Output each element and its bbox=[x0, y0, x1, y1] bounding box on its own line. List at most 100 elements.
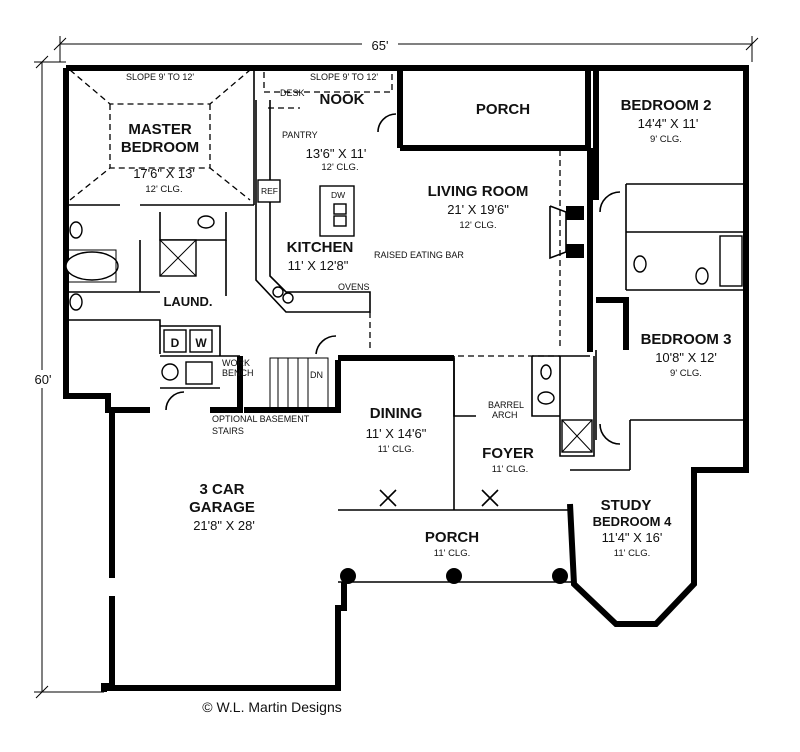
sink-icon bbox=[282, 292, 294, 304]
copyright-label: © W.L. Martin Designs bbox=[202, 699, 341, 715]
room-living: LIVING ROOM 21' X 19'6" 12' CLG. bbox=[428, 183, 529, 231]
water-heater-icon bbox=[161, 363, 179, 381]
eating-bar-label: RAISED EATING BAR bbox=[374, 250, 464, 260]
foyer-name: FOYER bbox=[482, 445, 534, 462]
pantry-label: PANTRY bbox=[282, 130, 318, 140]
room-bedroom-3: BEDROOM 3 10'8" X 12' 9' CLG. bbox=[641, 331, 732, 379]
nook-ceiling: 12' CLG. bbox=[321, 162, 358, 173]
toilet-icon bbox=[537, 391, 555, 405]
door-icon bbox=[599, 423, 621, 445]
dining-name: DINING bbox=[370, 405, 423, 422]
sink-icon bbox=[69, 293, 83, 311]
room-laundry: LAUND. WORK BENCH DN OPTIONAL BASEMENT S… bbox=[163, 294, 323, 436]
washer-label: W bbox=[195, 336, 207, 350]
front-porch-ceiling: 11' CLG. bbox=[434, 548, 471, 559]
dryer-icon bbox=[163, 329, 187, 353]
desk-label: DESK bbox=[280, 88, 305, 98]
ref-label: REF bbox=[261, 186, 278, 196]
dining-ceiling: 11' CLG. bbox=[378, 444, 415, 455]
kitchen-size: 11' X 12'8" bbox=[288, 258, 349, 273]
basement-stairs-2: STAIRS bbox=[212, 426, 244, 436]
basement-stairs-1: OPTIONAL BASEMENT bbox=[212, 414, 310, 424]
master-ceiling: 12' CLG. bbox=[145, 184, 182, 195]
master-name-2: BEDROOM bbox=[121, 139, 199, 156]
laundry-name: LAUND. bbox=[163, 294, 212, 309]
work-bench-2: BENCH bbox=[222, 368, 254, 378]
barrel-arch-1: BARREL bbox=[488, 400, 524, 410]
bedroom2-ceiling: 9' CLG. bbox=[650, 134, 682, 145]
porch-column-icon bbox=[552, 568, 568, 584]
study-name-2: BEDROOM 4 bbox=[593, 514, 673, 529]
door-icon bbox=[379, 489, 397, 507]
sink-icon bbox=[272, 286, 284, 298]
room-dining: DINING 11' X 14'6" 11' CLG. bbox=[366, 405, 427, 455]
sink-icon bbox=[69, 221, 83, 239]
garage-name-1: 3 CAR bbox=[199, 481, 244, 498]
porch-column-icon bbox=[340, 568, 356, 584]
porch-column-icon bbox=[446, 568, 462, 584]
bedroom3-ceiling: 9' CLG. bbox=[670, 368, 702, 379]
bathtub-icon bbox=[719, 235, 743, 287]
barrel-arch-2: ARCH bbox=[492, 410, 518, 420]
washer-icon bbox=[189, 329, 213, 353]
refrigerator-icon bbox=[257, 179, 281, 203]
garage-size: 21'8" X 28' bbox=[193, 518, 255, 533]
work-bench-1: WORK bbox=[222, 358, 250, 368]
fixtures: D W bbox=[65, 113, 743, 584]
room-bedroom-2: BEDROOM 2 14'4" X 11' 9' CLG. bbox=[621, 97, 712, 145]
front-porch-name: PORCH bbox=[425, 529, 479, 546]
room-study: STUDY BEDROOM 4 11'4" X 16' 11' CLG. bbox=[593, 497, 673, 559]
door-icon bbox=[315, 335, 337, 355]
sink-icon bbox=[633, 255, 647, 273]
toilet-icon bbox=[695, 267, 709, 285]
study-size: 11'4" X 16' bbox=[602, 530, 663, 545]
bedroom2-size: 14'4" X 11' bbox=[638, 116, 699, 131]
door-icon bbox=[377, 113, 397, 133]
width-dimension: 65' bbox=[53, 36, 759, 62]
living-name: LIVING ROOM bbox=[428, 183, 529, 200]
study-name-1: STUDY bbox=[601, 497, 652, 514]
door-icon bbox=[165, 391, 185, 411]
door-icon bbox=[481, 489, 499, 507]
foyer-ceiling: 11' CLG. bbox=[492, 464, 529, 475]
master-size: 17'6" X 13' bbox=[133, 166, 195, 181]
nook-slope-label: SLOPE 9' TO 12' bbox=[310, 72, 378, 82]
dw-label: DW bbox=[331, 190, 345, 200]
room-master-bedroom: SLOPE 9' TO 12' MASTER BEDROOM 17'6" X 1… bbox=[121, 72, 199, 195]
living-size: 21' X 19'6" bbox=[447, 202, 509, 217]
dining-size: 11' X 14'6" bbox=[366, 426, 427, 441]
width-label: 65' bbox=[372, 38, 389, 53]
nook-size: 13'6" X 11' bbox=[306, 146, 367, 161]
room-foyer: BARREL ARCH FOYER 11' CLG. bbox=[482, 400, 534, 475]
bathtub-icon bbox=[65, 251, 119, 281]
sink-icon bbox=[540, 364, 552, 380]
toilet-icon bbox=[197, 215, 215, 229]
ceiling-slope-lines bbox=[69, 69, 393, 201]
ovens-label: OVENS bbox=[338, 282, 370, 292]
bedroom3-name: BEDROOM 3 bbox=[641, 331, 732, 348]
room-nook: SLOPE 9' TO 12' DESK NOOK PANTRY 13'6" X… bbox=[280, 72, 378, 173]
study-ceiling: 11' CLG. bbox=[614, 548, 651, 559]
sink-cabinet-icon bbox=[185, 361, 213, 385]
depth-dimension: 60' bbox=[28, 55, 104, 699]
bedroom3-size: 10'8" X 12' bbox=[655, 350, 717, 365]
interior-walls bbox=[68, 68, 746, 510]
master-slope-label: SLOPE 9' TO 12' bbox=[126, 72, 194, 82]
stairs-down-label: DN bbox=[310, 370, 323, 380]
depth-label: 60' bbox=[35, 372, 52, 387]
living-ceiling: 12' CLG. bbox=[459, 220, 496, 231]
room-front-porch: PORCH 11' CLG. bbox=[425, 529, 479, 559]
door-icon bbox=[599, 191, 621, 213]
kitchen-name: KITCHEN bbox=[287, 239, 354, 256]
garage-name-2: GARAGE bbox=[189, 499, 255, 516]
cooktop-icon bbox=[333, 203, 347, 215]
bedroom2-name: BEDROOM 2 bbox=[621, 97, 712, 114]
dryer-label: D bbox=[171, 336, 180, 350]
cooktop-icon bbox=[333, 215, 347, 227]
room-garage: 3 CAR GARAGE 21'8" X 28' bbox=[189, 481, 255, 533]
room-kitchen: REF DW KITCHEN 11' X 12'8" RAISED EATING… bbox=[261, 186, 464, 292]
rear-porch-name: PORCH bbox=[476, 101, 530, 118]
nook-name: NOOK bbox=[320, 91, 365, 108]
master-name-1: MASTER bbox=[128, 121, 192, 138]
